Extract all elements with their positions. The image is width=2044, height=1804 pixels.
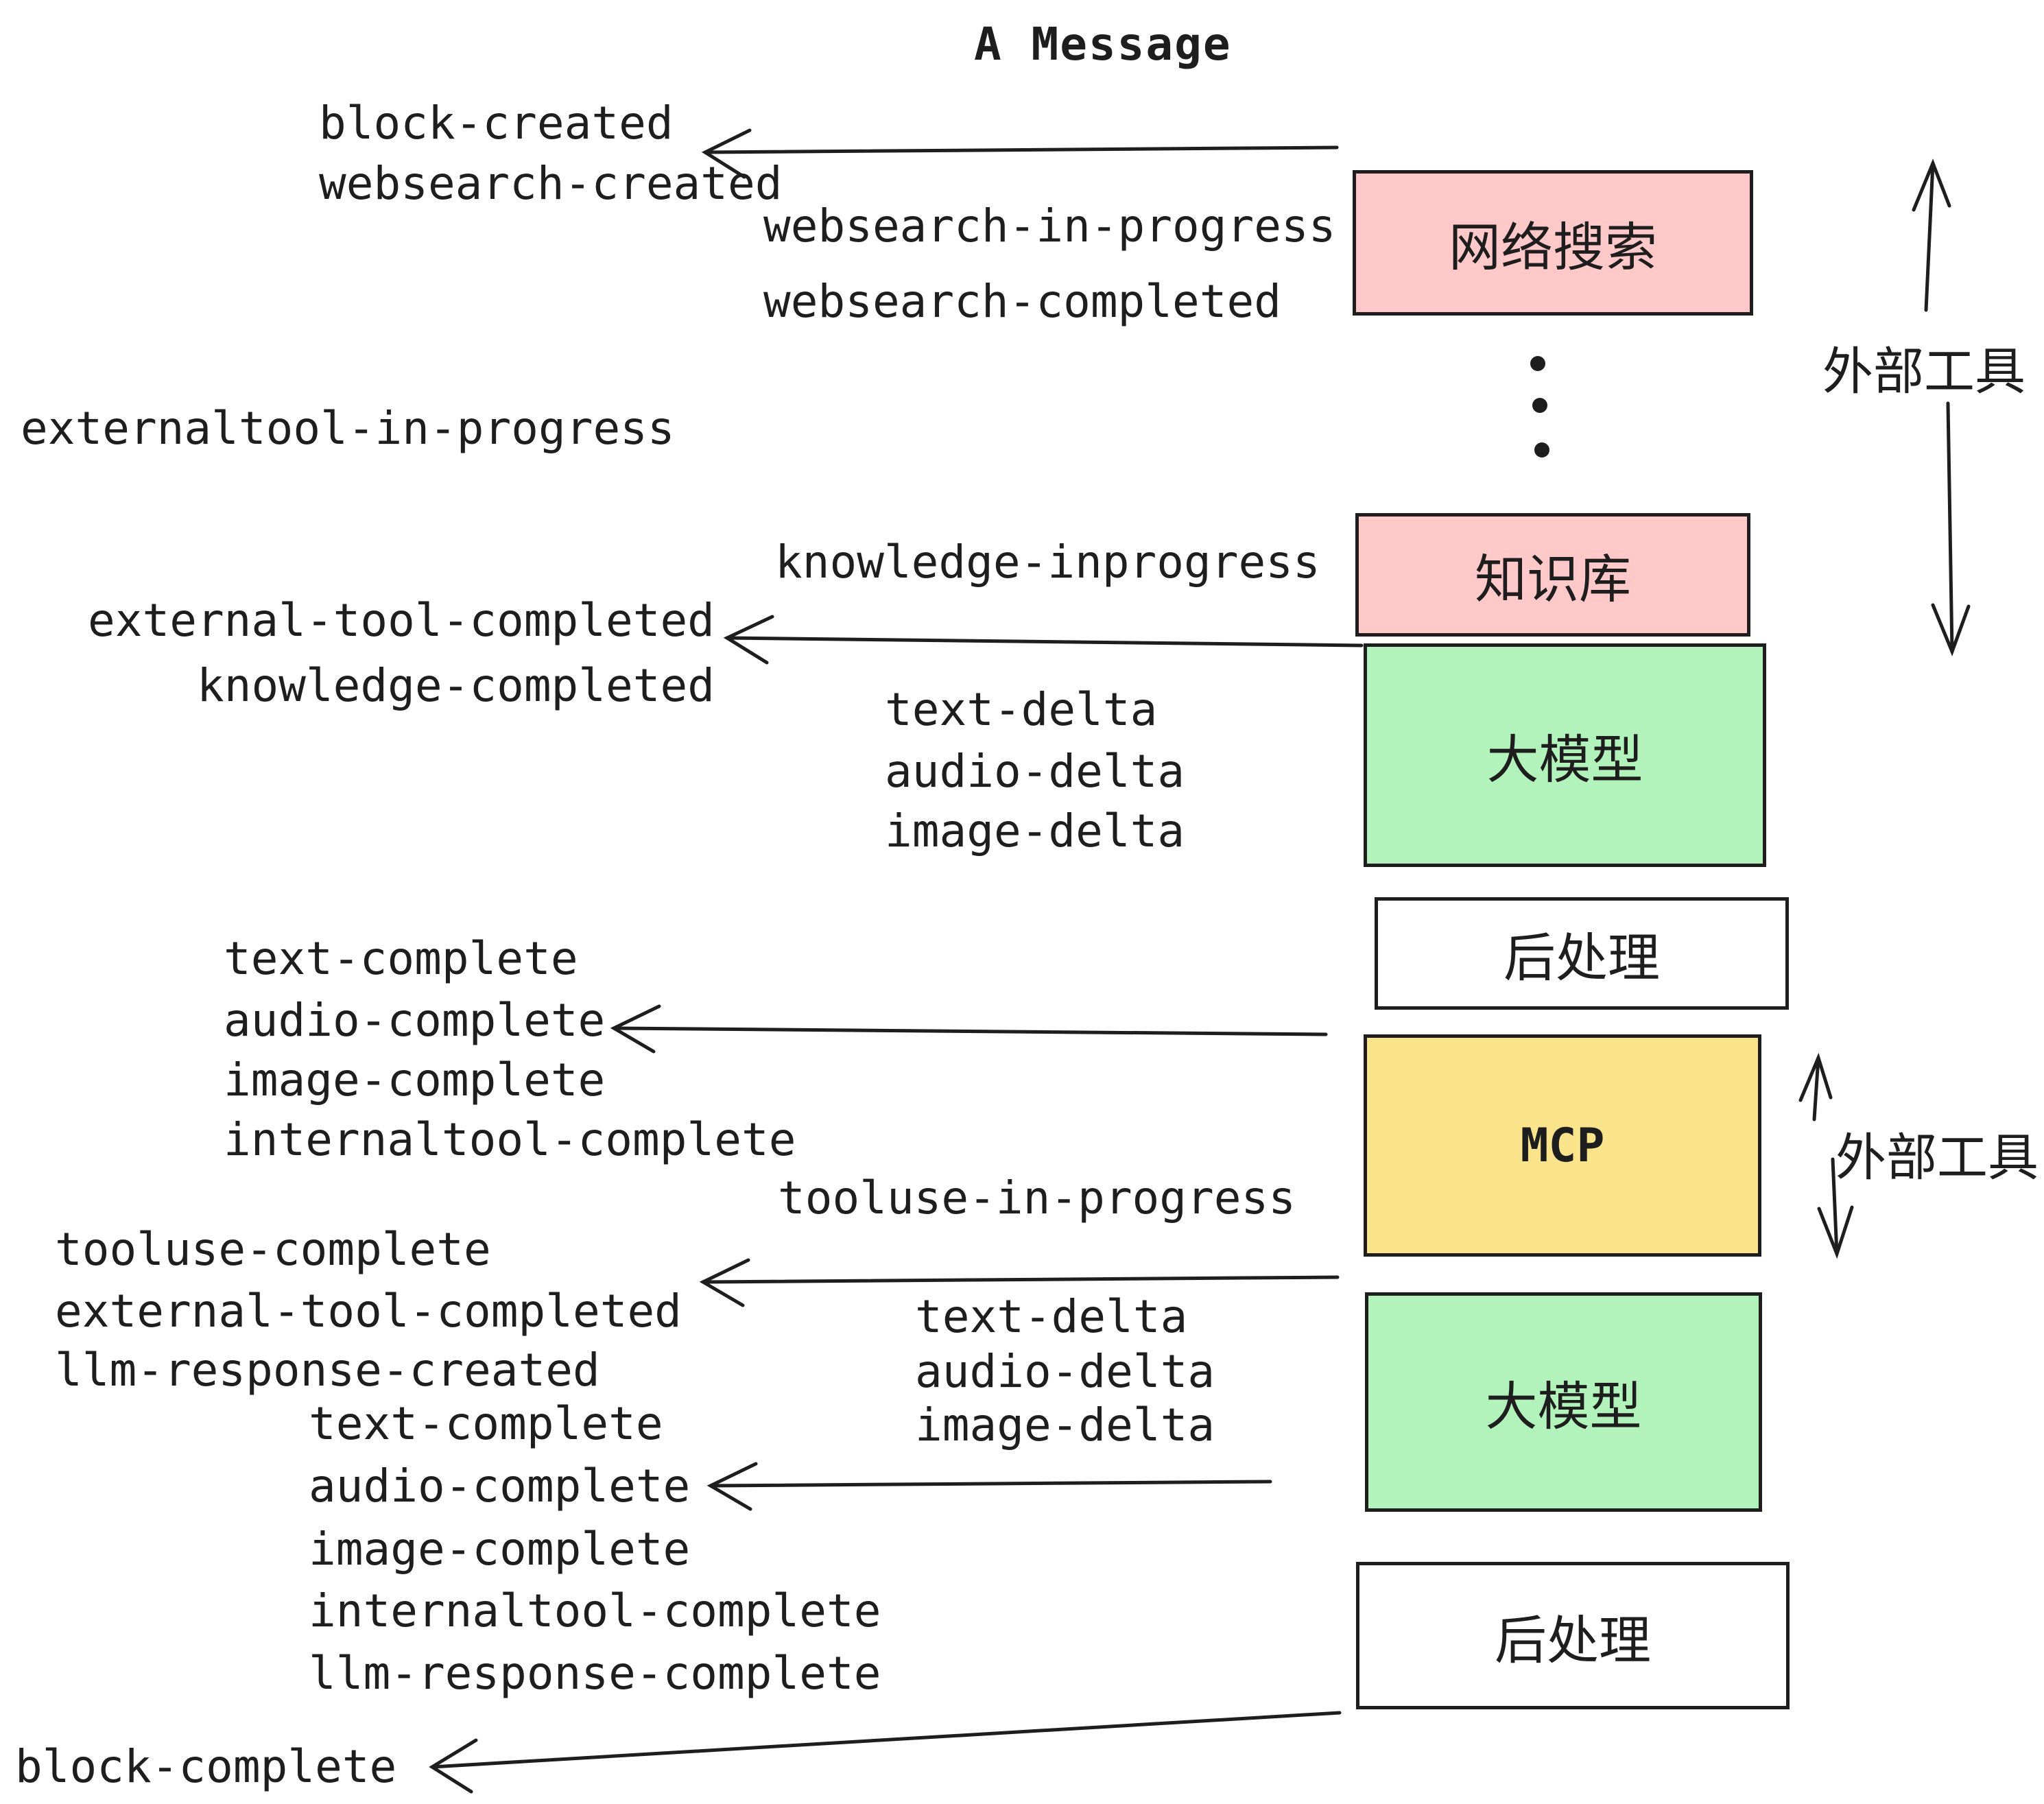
box-websearch: 网络搜索 xyxy=(1353,170,1753,316)
event-external-tool-completed-2: external-tool-completed xyxy=(55,1285,682,1338)
event-websearch-in-progress: websearch-in-progress xyxy=(763,200,1336,252)
box-postprocess-1-label: 后处理 xyxy=(1504,927,1660,988)
event-audio-delta-2: audio-delta xyxy=(915,1345,1215,1398)
box-mcp-label: MCP xyxy=(1520,1118,1605,1173)
event-text-delta-1: text-delta xyxy=(885,683,1158,736)
external-tools-label-1: 外部工具 xyxy=(1822,342,2025,401)
external-tools-up-arrow-1 xyxy=(1912,158,1951,312)
arrow-llm-complete xyxy=(706,1462,1272,1511)
box-mcp: MCP xyxy=(1364,1034,1761,1257)
event-image-complete-1: image-complete xyxy=(224,1054,606,1106)
event-image-delta-1: image-delta xyxy=(885,805,1185,857)
event-websearch-created: websearch-created xyxy=(319,157,783,210)
box-llm-2: 大模型 xyxy=(1365,1292,1762,1512)
event-llm-response-complete: llm-response-complete xyxy=(309,1647,881,1700)
event-internaltool-complete-1: internaltool-complete xyxy=(224,1113,796,1166)
box-llm-1: 大模型 xyxy=(1364,643,1766,867)
event-image-delta-2: image-delta xyxy=(915,1399,1215,1451)
arrow-block-complete xyxy=(429,1711,1342,1794)
event-externaltool-in-progress: externaltool-in-progress xyxy=(21,402,675,455)
event-knowledge-inprogress: knowledge-inprogress xyxy=(775,536,1320,589)
external-tools-down-arrow-1 xyxy=(1931,401,1971,656)
box-llm-2-label: 大模型 xyxy=(1485,1376,1642,1437)
event-audio-complete-1: audio-complete xyxy=(224,994,606,1047)
event-audio-complete-2: audio-complete xyxy=(309,1460,691,1512)
event-llm-response-created: llm-response-created xyxy=(55,1344,600,1397)
event-internaltool-complete-2: internaltool-complete xyxy=(309,1585,881,1637)
event-block-complete: block-complete xyxy=(15,1740,397,1793)
box-knowledge-label: 知识库 xyxy=(1475,549,1631,610)
external-tools-label-2: 外部工具 xyxy=(1835,1128,2039,1187)
arrow-websearch-created xyxy=(701,128,1339,179)
box-postprocess-1: 后处理 xyxy=(1375,897,1789,1010)
box-websearch-label: 网络搜索 xyxy=(1449,217,1657,278)
box-postprocess-2: 后处理 xyxy=(1356,1562,1790,1709)
event-text-delta-2: text-delta xyxy=(915,1290,1188,1343)
event-audio-delta-1: audio-delta xyxy=(885,745,1185,798)
arrow-knowledge-completed xyxy=(723,615,1364,665)
external-tools-up-arrow-2 xyxy=(1798,1052,1833,1121)
ellipsis-dots xyxy=(1530,356,1549,458)
box-llm-1-label: 大模型 xyxy=(1486,729,1643,790)
event-block-created: block-created xyxy=(319,97,674,150)
event-external-tool-completed-1: external-tool-completed xyxy=(88,594,715,647)
event-text-complete-1: text-complete xyxy=(224,932,578,985)
event-websearch-completed: websearch-completed xyxy=(763,275,1281,328)
event-tooluse-in-progress: tooluse-in-progress xyxy=(778,1172,1296,1224)
event-tooluse-complete: tooluse-complete xyxy=(55,1223,491,1276)
box-postprocess-2-label: 后处理 xyxy=(1495,1609,1651,1671)
event-text-complete-2: text-complete xyxy=(309,1397,663,1450)
diagram-title: A Message xyxy=(974,18,1232,71)
event-image-complete-2: image-complete xyxy=(309,1523,691,1576)
box-knowledge: 知识库 xyxy=(1355,513,1750,637)
event-knowledge-completed: knowledge-completed xyxy=(197,659,715,712)
arrow-internal-complete xyxy=(610,1004,1328,1054)
